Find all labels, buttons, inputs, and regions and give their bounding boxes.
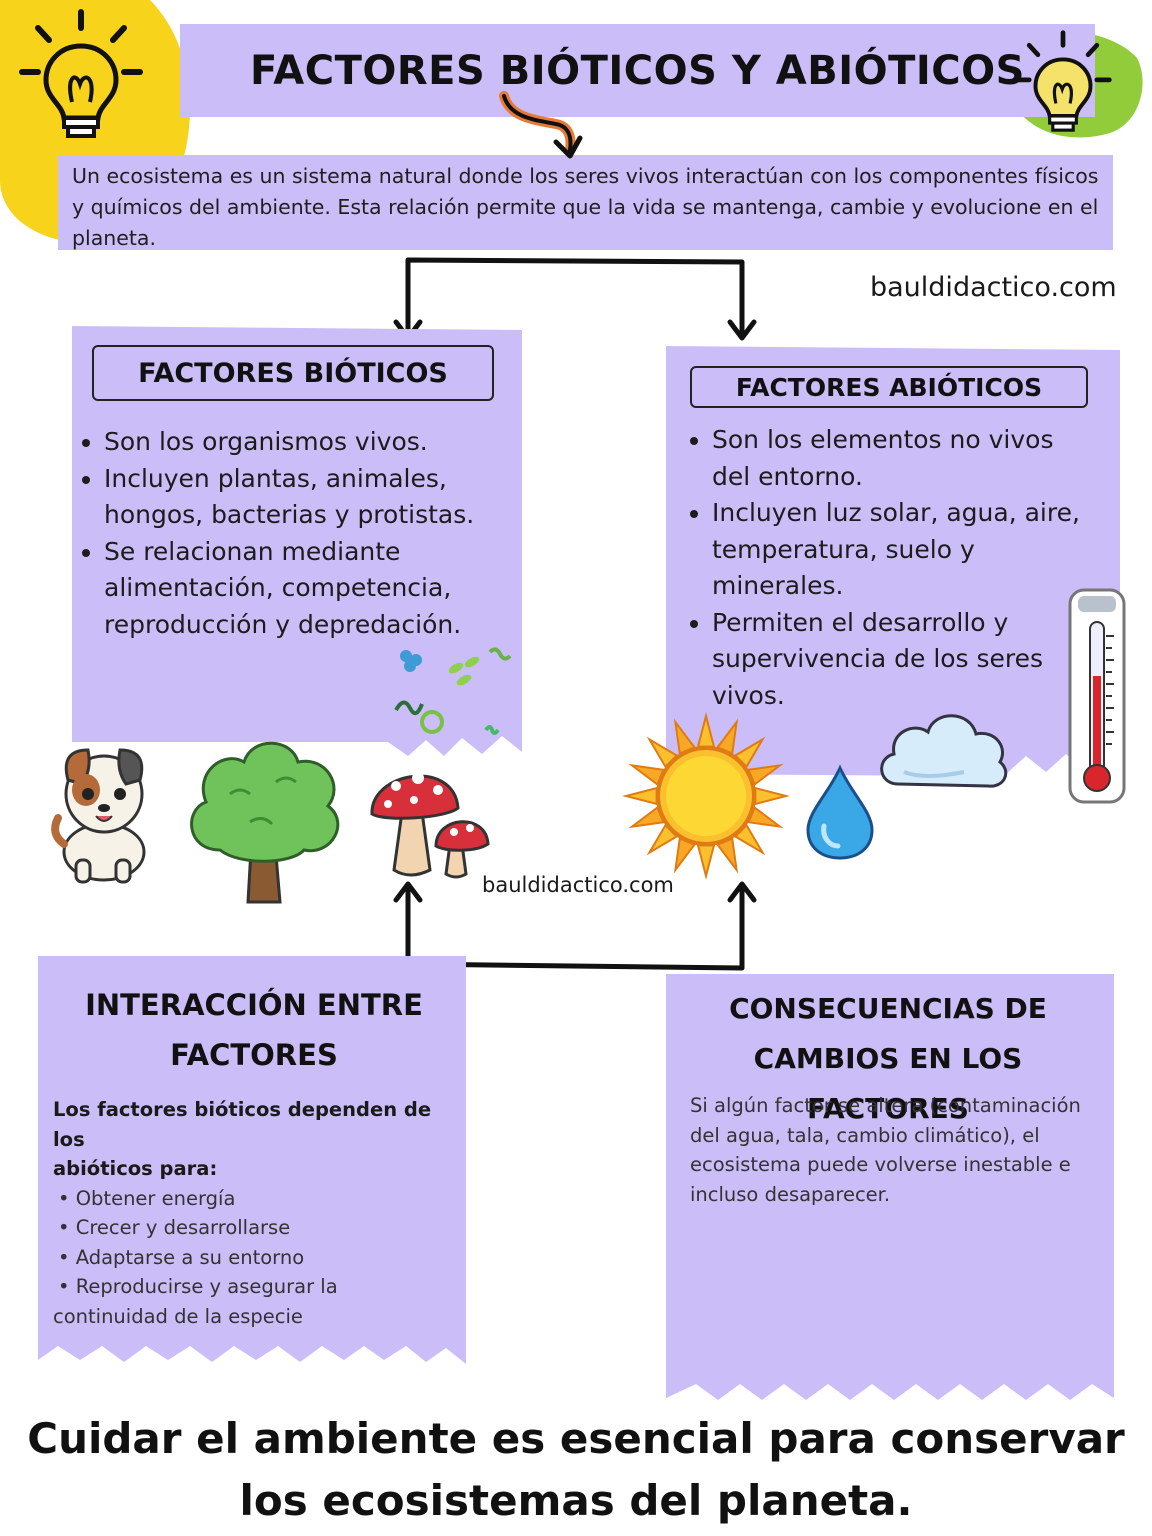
list-item: Incluyen luz solar, agua, aire, temperat… — [690, 495, 1094, 605]
lightbulb-icon — [1014, 30, 1112, 132]
watermark-text: bauldidactico.com — [482, 873, 674, 897]
water-drop-icon — [806, 764, 874, 860]
abioticos-list: Son los elementos no vivos del entorno. … — [684, 422, 1094, 714]
page-title: FACTORES BIÓTICOS Y ABIÓTICOS — [180, 24, 1095, 117]
microbes-icon — [394, 647, 512, 735]
dog-icon — [51, 748, 146, 884]
interaccion-body: Los factores bióticos dependen de los ab… — [53, 1095, 463, 1331]
list-item: • Obtener energía — [58, 1186, 236, 1210]
list-item: • Adaptarse a su entorno — [58, 1245, 305, 1269]
curved-arrow-icon — [499, 91, 583, 159]
list-item: Permiten el desarrollo y supervivencia d… — [690, 605, 1094, 715]
bottom-connector-arrows — [393, 881, 757, 971]
bioticos-heading: FACTORES BIÓTICOS — [92, 345, 494, 401]
list-item: • Reproducirse y asegurar la — [58, 1275, 338, 1298]
intro-text: Un ecosistema es un sistema natural dond… — [58, 155, 1113, 250]
interaccion-panel-bg — [38, 956, 466, 1364]
footer-message: Cuidar el ambiente es esencial para cons… — [27, 1414, 1125, 1525]
cloud-icon — [880, 714, 1008, 788]
thermometer-icon — [1068, 588, 1126, 804]
interaccion-title: INTERACCIÓN ENTRE FACTORES — [85, 988, 423, 1072]
bioticos-panel-bg — [72, 326, 522, 756]
bioticos-list: Son los organismos vivos. Incluyen plant… — [76, 424, 506, 643]
list-item: Incluyen plantas, animales, hongos, bact… — [82, 461, 506, 534]
consecuencias-title: CONSECUENCIAS DE CAMBIOS EN LOS FACTORES — [729, 992, 1047, 1125]
tree-icon — [190, 741, 340, 904]
consecuencias-panel-bg — [666, 974, 1114, 1400]
mushroom-icon — [370, 772, 490, 879]
sun-icon — [622, 712, 790, 880]
list-item: Son los elementos no vivos del entorno. — [690, 422, 1094, 495]
watermark-text: bauldidactico.com — [870, 272, 1117, 303]
abioticos-panel-bg — [666, 346, 1120, 776]
list-item: Se relacionan mediante alimentación, com… — [82, 534, 506, 644]
abioticos-heading: FACTORES ABIÓTICOS — [690, 366, 1088, 408]
list-item: • Crecer y desarrollarse — [58, 1216, 291, 1239]
lightbulb-icon — [19, 9, 143, 138]
list-item: Son los organismos vivos. — [82, 424, 506, 461]
consecuencias-body: Si algún factor se altera (contaminación… — [690, 1094, 1081, 1206]
